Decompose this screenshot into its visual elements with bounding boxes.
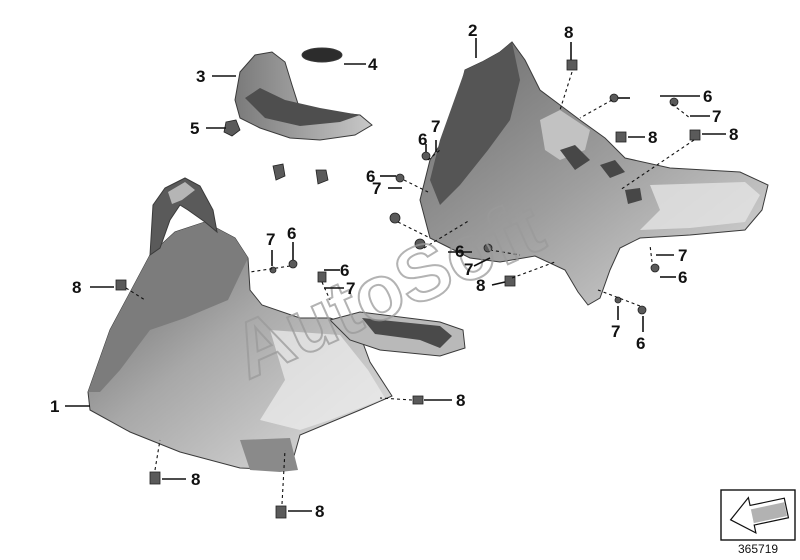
callout-1: 1	[50, 397, 59, 416]
part-1-left-cover	[87, 177, 466, 472]
callout-7: 7	[346, 279, 355, 298]
screw-6h	[650, 263, 660, 273]
assembly-lines	[125, 71, 695, 505]
nut-8a	[566, 59, 578, 71]
callout-7: 7	[678, 246, 687, 265]
callout-6: 6	[636, 334, 645, 353]
callout-7: 7	[611, 322, 620, 341]
clip-8h	[412, 395, 424, 405]
washer-7a	[614, 296, 622, 304]
hardware	[115, 59, 701, 519]
callout-8: 8	[564, 23, 573, 42]
callout-6: 6	[678, 268, 687, 287]
callout-5: 5	[190, 119, 199, 138]
nut-8b	[615, 131, 627, 143]
callout-6: 6	[287, 224, 296, 243]
part-3-upper-panel	[234, 51, 373, 141]
watermark: AutoSoft	[219, 181, 556, 395]
arrow-icon	[729, 496, 790, 534]
screw-6j	[288, 259, 298, 269]
callout-7: 7	[431, 117, 440, 136]
callout-8: 8	[72, 278, 81, 297]
callout-8: 8	[315, 502, 324, 521]
part-2-right-cover	[419, 41, 769, 306]
callout-6: 6	[703, 87, 712, 106]
callout-6: 6	[418, 130, 427, 149]
callout-8: 8	[476, 276, 485, 295]
orientation-badge	[720, 489, 796, 541]
washer-6d	[395, 173, 405, 183]
callout-6: 6	[340, 261, 349, 280]
callout-2: 2	[468, 21, 477, 40]
clip-8g	[275, 505, 287, 519]
washer-6f	[414, 238, 426, 250]
callout-6: 6	[455, 242, 464, 261]
callout-8: 8	[456, 391, 465, 410]
part-4-pad	[301, 47, 343, 63]
callout-8: 8	[191, 470, 200, 489]
clip-b	[315, 169, 329, 185]
callout-8: 8	[648, 128, 657, 147]
washer-6e	[389, 212, 401, 224]
callout-labels: 1 2 3 4 5 6 6 6 6 6 6 6 6 7 7 7 7 7 7 7 …	[50, 21, 738, 521]
nut-8c	[689, 129, 701, 141]
screw-6i	[637, 305, 647, 315]
callout-4: 4	[368, 55, 378, 74]
callout-7: 7	[266, 230, 275, 249]
screw-6b	[669, 97, 679, 107]
callout-3: 3	[196, 67, 205, 86]
clip-5	[223, 119, 241, 137]
callout-leaders	[65, 38, 726, 512]
callout-8: 8	[729, 125, 738, 144]
callout-7: 7	[464, 260, 473, 279]
callout-7: 7	[712, 107, 721, 126]
clip-8e	[115, 279, 127, 291]
callout-7: 7	[372, 179, 381, 198]
clip-a	[272, 163, 286, 181]
clip-8f	[149, 471, 161, 485]
nut-8d	[504, 275, 516, 287]
washer-7b	[269, 266, 277, 274]
document-number: 365719	[738, 542, 778, 556]
callout-6: 6	[366, 167, 375, 186]
